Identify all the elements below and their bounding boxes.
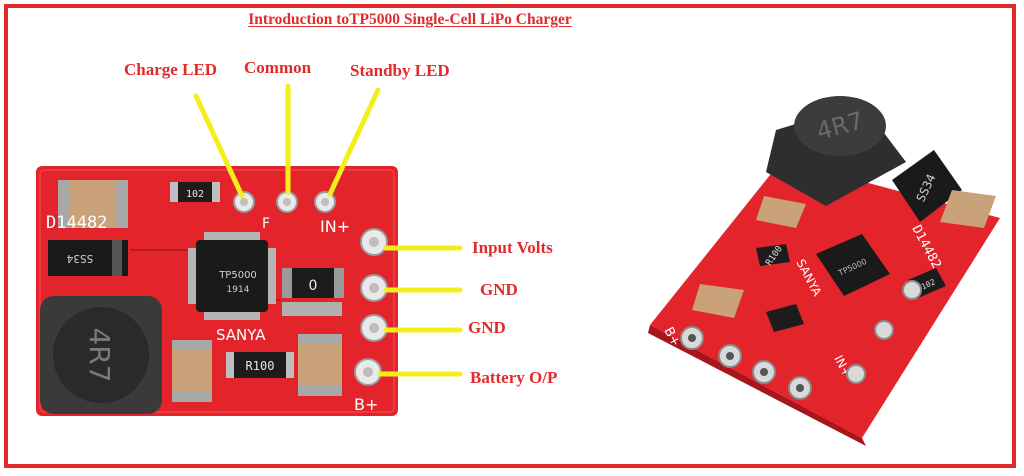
label-battery-op: Battery O/P <box>470 368 558 387</box>
left-maker-text: SANYA <box>216 326 266 344</box>
cap-zero: 0 <box>282 268 344 298</box>
left-board: 102 D14482 SS34 4R7 TP5000 1914 F <box>36 166 398 416</box>
right-ic: TP5000 <box>816 234 890 296</box>
right-diode: SS34 <box>892 150 962 222</box>
left-inductor: 4R7 <box>40 296 162 414</box>
right-r100: R100 <box>756 244 790 268</box>
resistor-102: 102 <box>170 182 220 202</box>
right-inductor: 4R7 <box>766 96 906 206</box>
label-input-volts: Input Volts <box>472 238 553 257</box>
label-common: Common <box>244 58 312 77</box>
cap-top-left <box>58 180 128 228</box>
left-b-plus: B+ <box>354 395 378 414</box>
left-r100-text: R100 <box>246 359 275 373</box>
res-102-text: 102 <box>186 189 204 200</box>
pointer-lines <box>193 83 463 377</box>
left-ic: TP5000 1914 <box>188 232 276 320</box>
left-ref-text: D14482 <box>46 213 107 233</box>
label-charge-led: Charge LED <box>124 60 218 79</box>
left-diode-text: SS34 <box>66 252 93 265</box>
label-gnd-2: GND <box>468 318 506 337</box>
pointer-charge-led <box>193 93 245 199</box>
left-in-plus: IN+ <box>320 217 350 236</box>
left-inductor-text: 4R7 <box>83 327 116 382</box>
image-frame <box>4 4 1016 468</box>
left-ic-code: 1914 <box>227 285 250 295</box>
right-pcb <box>650 160 1000 438</box>
left-ic-brand: TP5000 <box>218 270 257 281</box>
label-standby-led: Standby LED <box>350 61 450 80</box>
left-r100: R100 <box>226 352 294 378</box>
left-f-mark: F <box>262 216 270 232</box>
label-gnd-1: GND <box>480 280 518 299</box>
right-board: 4R7 SS34 TP5000 R100 102 SANYA D14482 <box>648 96 1000 446</box>
cap-zero-text: 0 <box>309 278 318 294</box>
diode-ss34: SS34 <box>48 240 128 276</box>
pointer-standby-led <box>327 87 381 197</box>
diagram-title: Introduction toTP5000 Single-Cell LiPo C… <box>248 11 572 28</box>
